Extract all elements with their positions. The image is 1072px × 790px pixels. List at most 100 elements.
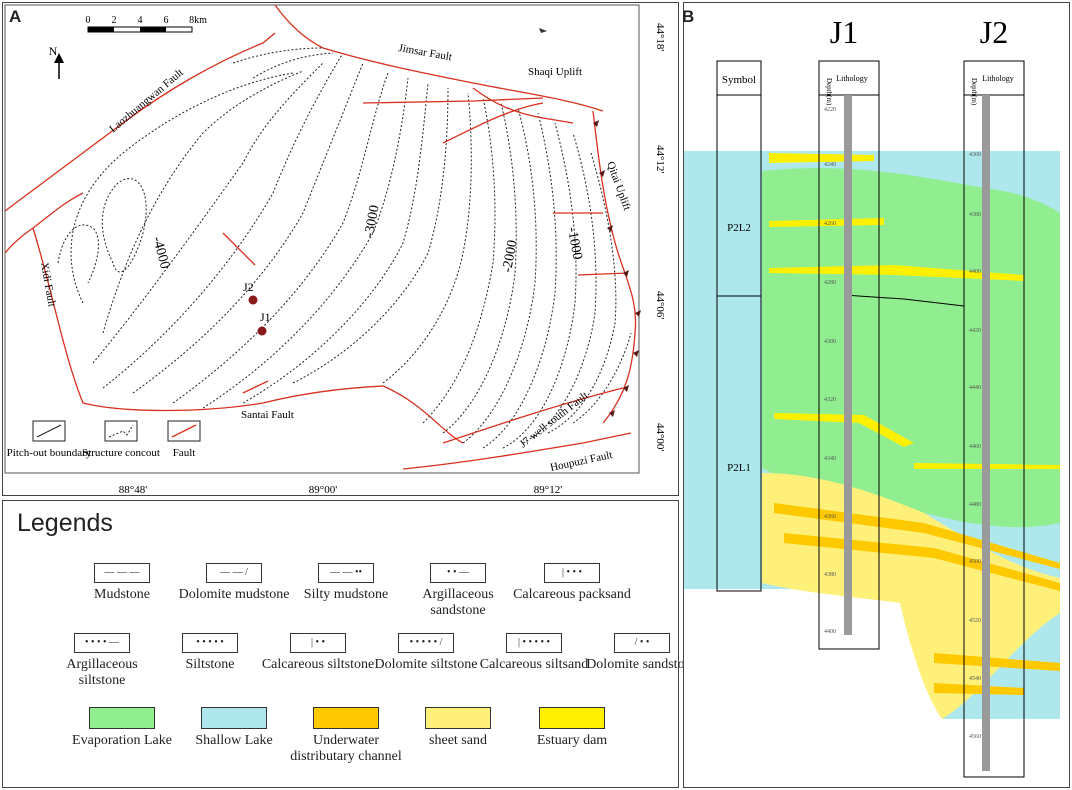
scale-tick-8: 8km — [189, 15, 207, 26]
legend-label: Silty mudstone — [303, 587, 389, 602]
legend-item: | • • • Calcareous packsand — [513, 563, 631, 603]
unit-p2l2: P2L2 — [727, 222, 751, 234]
svg-text:4360: 4360 — [824, 514, 836, 520]
legend-swatch: | • • • • • — [506, 633, 562, 653]
legend-label: sheet sand — [429, 733, 487, 748]
j2-lithology-header: Lithology — [982, 74, 1014, 83]
legend-item: / • •Dolomite sandstone — [583, 633, 701, 673]
legend-item: | • • • • • Calcareous siltsand — [475, 633, 593, 673]
label-j7-south-fault: J7 well south Fault — [517, 390, 590, 451]
legend-swatch — [201, 707, 267, 729]
contour-label-2000: -2000 — [500, 239, 520, 274]
svg-text:4400: 4400 — [824, 629, 836, 635]
well-section: Symbol P2L2 P2L1 J1 Depth(m) Lithology 4… — [684, 14, 1060, 778]
legend-swatch: — — / — [206, 563, 262, 583]
j1-depth-ticks: 4220 4240 4260 4280 4300 4320 4340 4360 … — [824, 107, 836, 635]
legend-label: Underwater distributary channel — [290, 733, 402, 764]
j2-column — [963, 60, 1025, 778]
j2-log — [982, 95, 990, 771]
scale-tick-2: 2 — [112, 15, 117, 26]
j1-lithology-header: Lithology — [836, 74, 868, 83]
legend-item: • • • • —Argillaceous siltstone — [43, 633, 161, 689]
correlation-line — [843, 294, 965, 307]
legend-item: sheet sand — [399, 707, 517, 749]
well-j2-marker — [248, 295, 258, 305]
svg-text:4320: 4320 — [824, 397, 836, 403]
label-laozhuangwan-fault: Laozhuangwan Fault — [107, 67, 186, 136]
symbol-header: Symbol — [722, 74, 756, 86]
svg-text:4520: 4520 — [969, 618, 981, 624]
j2-depth-header: Depth(m) — [970, 78, 978, 106]
svg-text:4380: 4380 — [969, 212, 981, 218]
svg-text:4220: 4220 — [824, 107, 836, 113]
label-houpuzi-fault: Houpuzi Fault — [549, 449, 613, 474]
svg-text:4280: 4280 — [824, 280, 836, 286]
legend-label: Shallow Lake — [195, 733, 273, 748]
lon-label-2: 89°00' — [309, 484, 337, 496]
section-panel: B Symbol P2L2 P2L1 J1 — [682, 2, 1070, 788]
map-frame — [4, 4, 640, 474]
lat-label-4: 44°00' — [654, 423, 666, 451]
j1-column — [818, 60, 880, 650]
legend-swatch: | • • — [290, 633, 346, 653]
legend-item: — — •• Silty mudstone — [287, 563, 405, 603]
legend-swatch — [313, 707, 379, 729]
contour-label-4000: -4000 — [149, 235, 172, 270]
legend-label: Calcareous packsand — [513, 587, 631, 602]
legend-label: Dolomite mudstone — [178, 587, 290, 602]
legend-item: | • •Calcareous siltstone — [259, 633, 377, 673]
j1-depth-header: Depth(m) — [825, 78, 833, 106]
map-legend-pitchout: Pitch-out boundary — [7, 447, 92, 459]
lon-label-3: 89°12' — [534, 484, 562, 496]
svg-text:4260: 4260 — [824, 221, 836, 227]
svg-text:4480: 4480 — [969, 502, 981, 508]
legend-item: • • —Argillaceous sandstone — [399, 563, 517, 619]
legend-swatch: • • • • • — [182, 633, 238, 653]
label-jimsar-fault: Jimsar Fault — [397, 42, 452, 63]
legend-swatch — [425, 707, 491, 729]
well-j1-marker — [257, 326, 267, 336]
legend-swatch — [539, 707, 605, 729]
svg-text:4360: 4360 — [969, 152, 981, 158]
legend-item: • • • • • Siltstone — [151, 633, 269, 673]
panel-label-b: B — [682, 7, 695, 26]
map-legend-fault: Fault — [173, 447, 196, 459]
legend-item: Shallow Lake — [175, 707, 293, 749]
legend-label: Estuary dam — [536, 733, 608, 748]
svg-text:4240: 4240 — [824, 162, 836, 168]
legends-title: Legends — [17, 509, 113, 537]
well-j2-label: J2 — [243, 280, 254, 294]
svg-text:4540: 4540 — [969, 676, 981, 682]
legend-label: Dolomite siltstone — [374, 657, 478, 672]
svg-text:4340: 4340 — [824, 456, 836, 462]
structure-contours — [57, 47, 632, 449]
j1-log — [844, 95, 852, 635]
svg-text:4460: 4460 — [969, 444, 981, 450]
north-arrow-icon: N — [49, 44, 64, 79]
panel-label-a: A — [9, 7, 22, 26]
legend-label: Mudstone — [94, 587, 150, 602]
svg-text:4300: 4300 — [824, 339, 836, 345]
legend-swatch: — — •• — [318, 563, 374, 583]
legend-item: — — — Mudstone — [63, 563, 181, 603]
legend-label: Argillaceous sandstone — [422, 587, 494, 618]
north-label: N — [49, 44, 58, 58]
lat-label-2: 44°12' — [654, 145, 666, 173]
legend-swatch: — — — — [94, 563, 150, 583]
label-shaqi-uplift: Shaqi Uplift — [528, 66, 582, 78]
legend-swatch — [89, 707, 155, 729]
legend-label: Evaporation Lake — [72, 733, 172, 748]
symbol-column — [716, 60, 762, 592]
small-marker-icon — [539, 28, 547, 33]
well-j2-title: J2 — [980, 14, 1008, 50]
unit-p2l1: P2L1 — [727, 462, 751, 474]
legend-swatch: | • • • — [544, 563, 600, 583]
scale-bar: 0 2 4 6 8km — [86, 15, 207, 33]
label-xidi-fault: Xidi Fault — [38, 261, 58, 307]
svg-text:4500: 4500 — [969, 559, 981, 565]
map-legend-contour: Structure concout — [82, 447, 160, 459]
legend-label: Calcareous siltsand — [479, 657, 589, 672]
contour-label-1000: -1000 — [564, 226, 584, 261]
legend-label: Siltstone — [185, 657, 235, 672]
legend-swatch: / • • — [614, 633, 670, 653]
